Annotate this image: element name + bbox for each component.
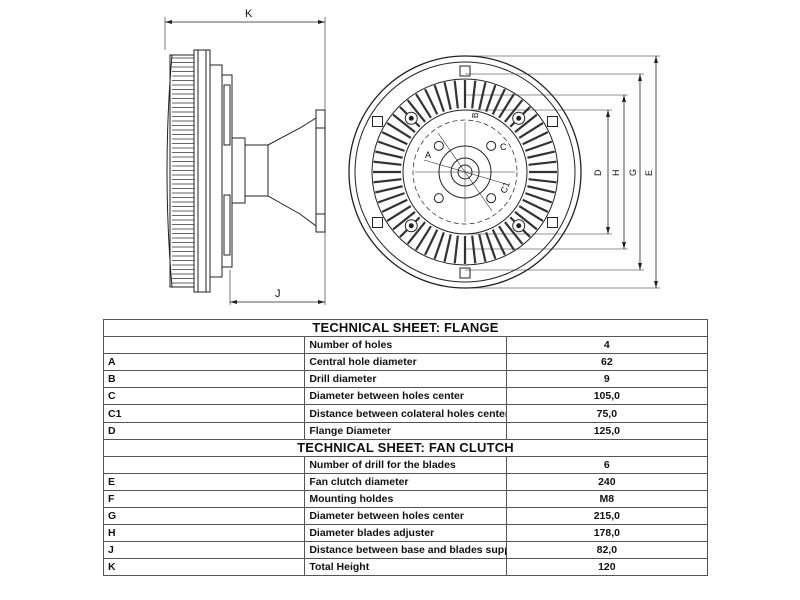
- row-value: 178,0: [505, 524, 709, 543]
- table-row: A Central hole diameter 62: [102, 353, 709, 372]
- row-code: B: [102, 370, 306, 389]
- table-row: B Drill diameter 9: [102, 370, 709, 389]
- fan-clutch-section-header: TECHNICAL SHEET: FAN CLUTCH: [103, 438, 708, 457]
- dimension-label-d: D: [593, 169, 603, 176]
- row-label: Diameter blades adjuster: [304, 524, 507, 543]
- row-code: C: [102, 387, 306, 406]
- row-code: D: [102, 421, 306, 440]
- dimension-label-h: H: [611, 170, 621, 177]
- row-code: C1: [102, 404, 306, 423]
- technical-drawing: K J D H: [164, 8, 660, 305]
- row-label: Diameter between holes center: [304, 387, 507, 406]
- side-view: [164, 17, 326, 305]
- technical-sheet-table: TECHNICAL SHEET: FLANGE Number of holes …: [102, 318, 709, 577]
- row-value: 9: [505, 370, 709, 389]
- dimension-label-c: C: [500, 142, 507, 152]
- side-fins: [166, 54, 194, 288]
- row-value: 6: [505, 455, 709, 474]
- row-label: Fan clutch diameter: [304, 472, 507, 491]
- row-label: Total Height: [304, 558, 507, 577]
- row-label: Central hole diameter: [304, 353, 507, 372]
- front-view: [348, 55, 660, 289]
- row-code: K: [102, 558, 306, 577]
- table-row: D Flange Diameter 125,0: [102, 421, 709, 440]
- table-row: E Fan clutch diameter 240: [102, 472, 709, 491]
- row-label: Flange Diameter: [304, 421, 507, 440]
- row-code: A: [102, 353, 306, 372]
- dimension-label-c1: C1: [498, 180, 511, 194]
- table-row: K Total Height 120: [102, 558, 709, 577]
- row-code: E: [102, 472, 306, 491]
- row-label: Distance between colateral holes center: [304, 404, 507, 423]
- flange-section-title: TECHNICAL SHEET: FLANGE: [103, 318, 708, 338]
- row-value: 75,0: [505, 404, 709, 423]
- row-code: [102, 455, 306, 474]
- table-row: G Diameter between holes center 215,0: [102, 507, 709, 526]
- row-value: M8: [505, 489, 709, 509]
- table-row: C1 Distance between colateral holes cent…: [102, 404, 709, 423]
- mounting-holes: [372, 65, 558, 279]
- row-value: 82,0: [505, 541, 709, 560]
- row-label: Number of holes: [304, 336, 507, 355]
- row-code: H: [102, 524, 306, 543]
- row-code: [102, 336, 306, 355]
- fan-clutch-section-title: TECHNICAL SHEET: FAN CLUTCH: [103, 438, 708, 457]
- dimension-label-g: G: [628, 169, 638, 176]
- row-value: 125,0: [505, 421, 709, 440]
- row-code: J: [102, 541, 306, 560]
- dimension-label-a: A: [425, 150, 431, 160]
- row-label: Number of drill for the blades: [304, 455, 507, 474]
- row-value: 4: [505, 336, 709, 355]
- table-row: J Distance between base and blades suppo…: [102, 541, 709, 560]
- dimension-label-j: J: [275, 288, 281, 300]
- row-label: Mounting holdes: [304, 489, 507, 509]
- table-row: Number of holes 4: [102, 336, 709, 355]
- row-value: 62: [505, 353, 709, 372]
- row-label: Drill diameter: [304, 370, 507, 389]
- row-label: Diameter between holes center: [304, 507, 507, 526]
- table-row: C Diameter between holes center 105,0: [102, 387, 709, 406]
- flange-section-header: TECHNICAL SHEET: FLANGE: [103, 318, 708, 338]
- row-label: Distance between base and blades support: [304, 541, 507, 560]
- row-value: 215,0: [505, 507, 709, 526]
- row-value: 105,0: [505, 387, 709, 406]
- row-code: G: [102, 507, 306, 526]
- row-value: 240: [505, 472, 709, 491]
- row-value: 120: [505, 558, 709, 577]
- table-row: Number of drill for the blades 6: [102, 455, 709, 474]
- dimension-label-b: B: [471, 113, 480, 118]
- dimension-label-e: E: [644, 170, 654, 176]
- table-row: H Diameter blades adjuster 178,0: [102, 524, 709, 543]
- table-row: F Mounting holdes M8: [102, 489, 709, 509]
- row-code: F: [102, 489, 306, 509]
- dimension-label-k: K: [245, 8, 253, 20]
